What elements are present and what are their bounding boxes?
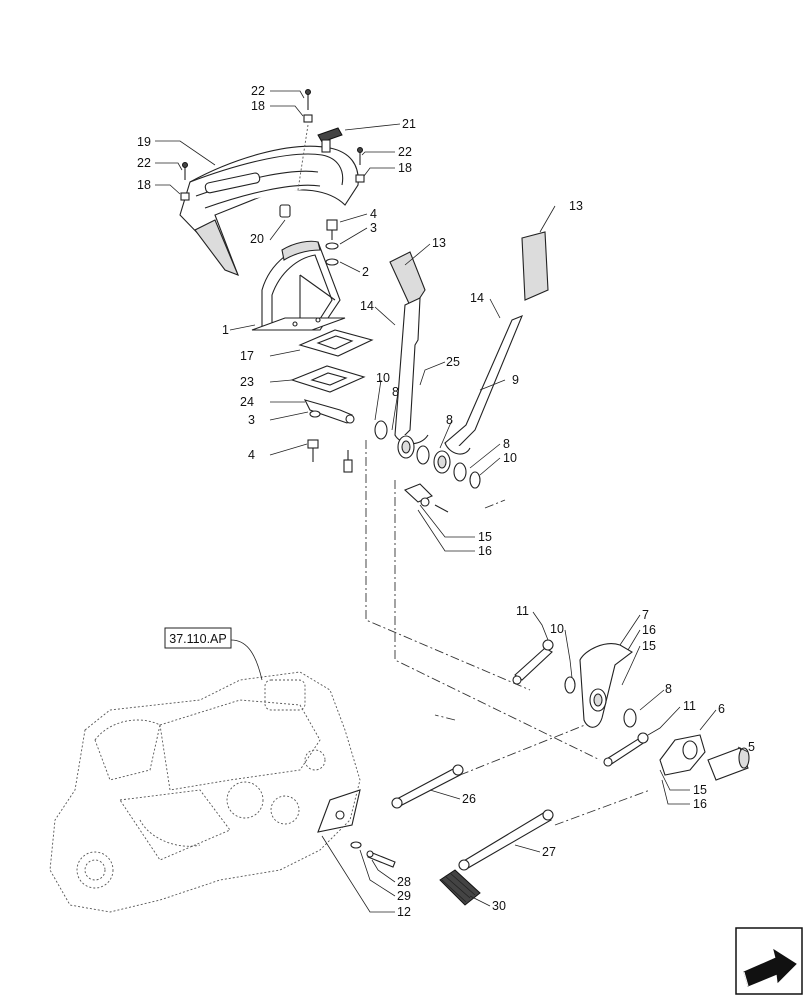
bracket-part-1 <box>251 240 346 331</box>
callout-12: 12 <box>397 905 411 919</box>
callout-8-d: 8 <box>665 682 672 696</box>
callout-8-a: 8 <box>392 385 399 399</box>
callout-8-b: 8 <box>446 413 453 427</box>
callout-3-bottom: 3 <box>248 413 255 427</box>
callout-17: 17 <box>240 349 254 363</box>
callout-9: 9 <box>512 373 519 387</box>
rod-part-27 <box>458 809 554 871</box>
callout-18-c: 18 <box>398 161 412 175</box>
washer-part-10-lower <box>564 676 576 694</box>
washer-part-8-lower <box>623 708 637 728</box>
callout-15-b: 15 <box>642 639 656 653</box>
callout-24: 24 <box>240 395 254 409</box>
callout-25: 25 <box>446 355 460 369</box>
callout-19: 19 <box>137 135 151 149</box>
pivot-lever-part-7 <box>579 643 633 728</box>
knob-part-21 <box>317 127 343 153</box>
callout-29: 29 <box>397 889 411 903</box>
callout-23: 23 <box>240 375 254 389</box>
callout-22-a: 22 <box>251 84 265 98</box>
link-part-15-16 <box>403 483 449 513</box>
callout-4-bottom: 4 <box>248 448 255 462</box>
callout-labels: 19 22 18 21 22 18 22 18 20 4 3 2 1 17 23… <box>137 84 755 919</box>
plate-part-23 <box>290 365 366 393</box>
reference-box[interactable]: 37.110.AP <box>164 627 263 681</box>
callout-10-c: 10 <box>550 622 564 636</box>
callout-4-top: 4 <box>370 207 377 221</box>
callout-22-b: 22 <box>137 156 151 170</box>
shaft-part-24 <box>303 399 355 424</box>
callout-8-c: 8 <box>503 437 510 451</box>
callout-13-a: 13 <box>432 236 446 250</box>
bolt-part-4-bottom <box>307 439 353 473</box>
callout-11-a: 11 <box>516 604 529 618</box>
callout-10-a: 10 <box>376 371 390 385</box>
callout-21: 21 <box>402 117 416 131</box>
cover-part-19 <box>179 145 359 276</box>
lever-part-9 <box>444 231 549 455</box>
callout-13-b: 13 <box>569 199 583 213</box>
callout-1: 1 <box>222 323 229 337</box>
callout-6: 6 <box>718 702 725 716</box>
reference-box-label: 37.110.AP <box>169 632 226 646</box>
callout-20: 20 <box>250 232 264 246</box>
plate-part-17 <box>298 329 374 357</box>
bearing-set <box>374 420 481 489</box>
rod-part-11-upper <box>512 639 554 685</box>
rod-part-26 <box>391 764 464 809</box>
callout-30: 30 <box>492 899 506 913</box>
bolt-part-28-29 <box>350 841 396 868</box>
callout-16-b: 16 <box>642 623 656 637</box>
callout-28: 28 <box>397 875 411 889</box>
callout-11-b: 11 <box>683 699 696 713</box>
routing-lines <box>365 440 651 826</box>
callout-16-a: 16 <box>478 544 492 558</box>
callout-14-a: 14 <box>360 299 374 313</box>
transmission-housing-outline <box>49 671 361 913</box>
callout-7: 7 <box>642 608 649 622</box>
screw-set-22-18 <box>180 89 365 201</box>
lever-part-6 <box>659 734 706 776</box>
plate-part-12 <box>317 789 361 833</box>
rod-part-11-lower <box>603 732 649 767</box>
callout-18-a: 18 <box>251 99 265 113</box>
callout-26: 26 <box>462 792 476 806</box>
callout-leaders <box>155 90 749 913</box>
callout-14-b: 14 <box>470 291 484 305</box>
callout-22-c: 22 <box>398 145 412 159</box>
spring-part-30 <box>439 869 481 906</box>
callout-27: 27 <box>542 845 556 859</box>
callout-5: 5 <box>748 740 755 754</box>
callout-18-b: 18 <box>137 178 151 192</box>
callout-15-a: 15 <box>478 530 492 544</box>
fastener-set-top <box>325 219 339 266</box>
callout-10-b: 10 <box>503 451 517 465</box>
callout-16-c: 16 <box>693 797 707 811</box>
lever-part-25 <box>389 251 429 445</box>
callout-3-top: 3 <box>370 221 377 235</box>
pin-part-20 <box>279 204 291 218</box>
next-page-arrow-icon[interactable] <box>735 927 803 995</box>
handle-part-5 <box>707 747 750 781</box>
callout-15-c: 15 <box>693 783 707 797</box>
callout-2: 2 <box>362 265 369 279</box>
